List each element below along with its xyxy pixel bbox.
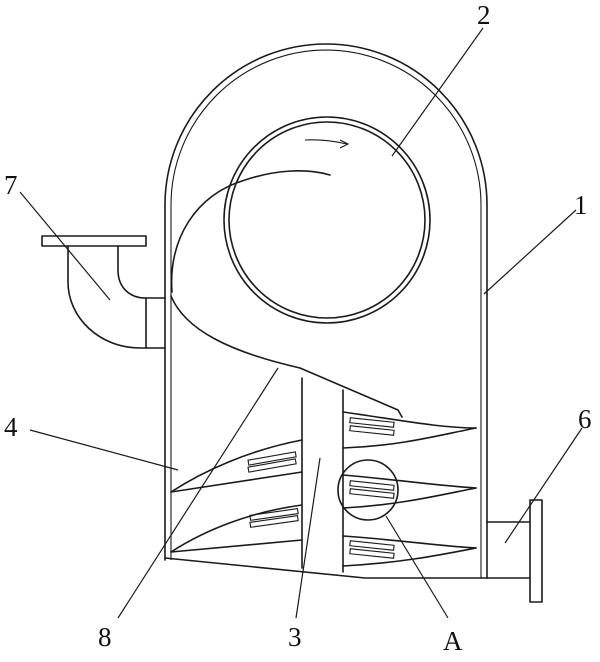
detail-circle: [337, 459, 399, 521]
volute-contour: [170, 170, 331, 293]
label-center-plate: 3: [288, 622, 302, 652]
label-detail: A: [443, 626, 463, 656]
label-housing: 1: [574, 190, 588, 220]
label-left-pipe: 7: [4, 170, 18, 200]
label-drum: 2: [477, 0, 491, 30]
leader-lines: [19, 27, 583, 619]
label-lower-plate: 4: [4, 412, 18, 442]
center-plate: [301, 377, 344, 573]
housing: [164, 43, 488, 579]
drum: [223, 116, 431, 324]
volute-curve: [170, 295, 403, 418]
right-baffles: [342, 411, 477, 567]
left-baffles: [170, 439, 303, 553]
label-inclined-plate: 8: [98, 622, 112, 652]
right-pipe: [486, 499, 543, 603]
label-right-pipe: 6: [578, 404, 592, 434]
left-pipe: [41, 235, 166, 349]
